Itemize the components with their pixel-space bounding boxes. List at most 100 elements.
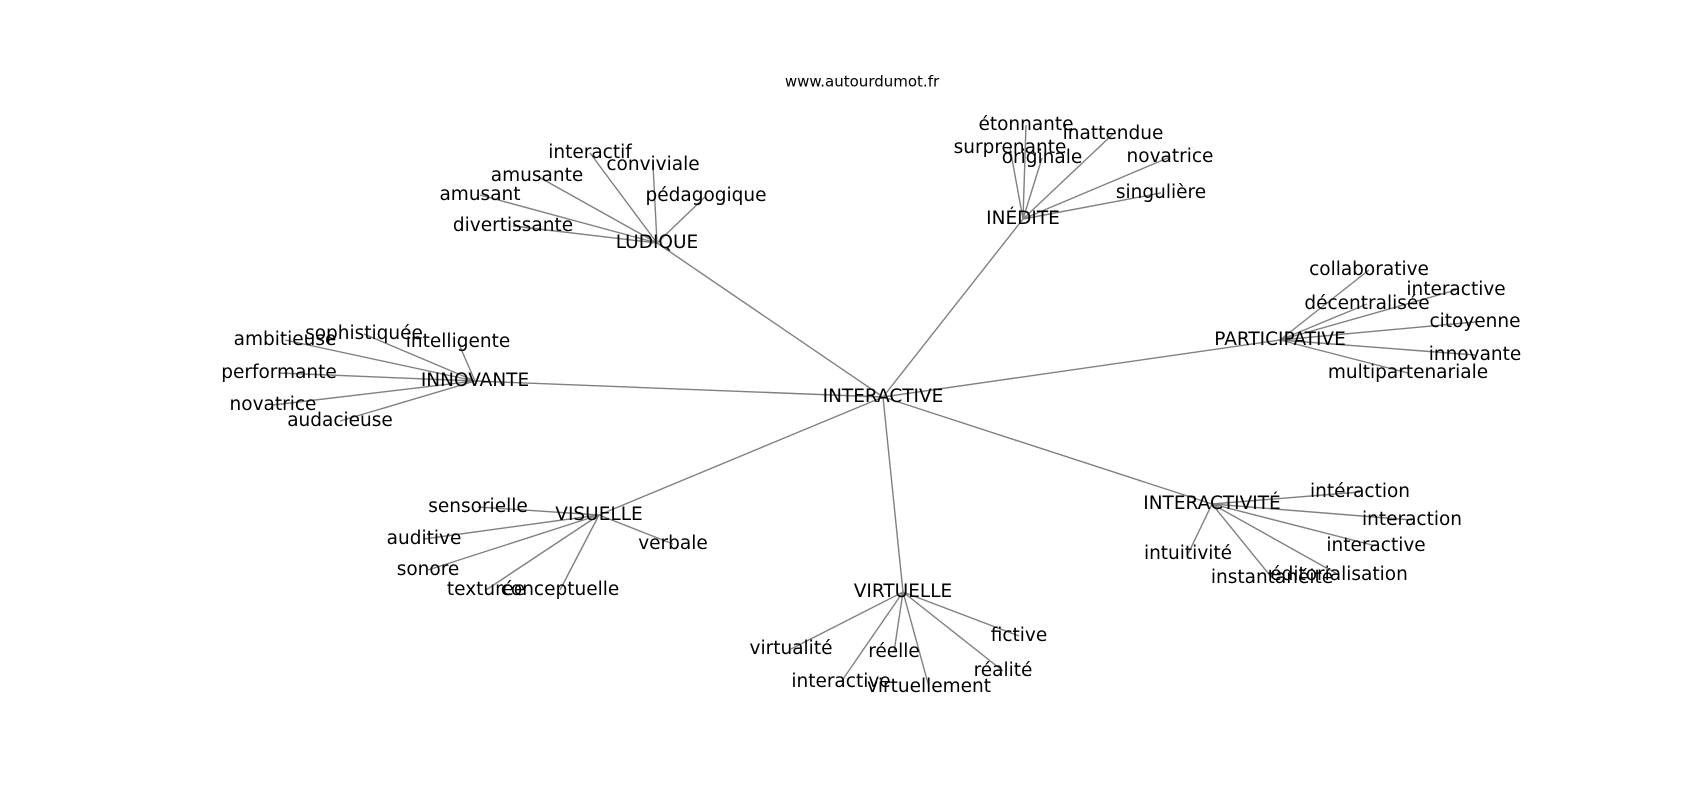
edge-hub-3-word-1 xyxy=(363,333,476,382)
leaf-node-label: interactive xyxy=(1326,535,1425,556)
leaf-node-label: singulière xyxy=(1116,182,1206,203)
hub-node-label: INÉDITE xyxy=(986,207,1060,229)
leaf-node-label: réalité xyxy=(974,660,1033,681)
edges-layer xyxy=(272,124,1476,688)
edge-hub-1-word-2 xyxy=(1022,133,1114,220)
hub-node-label: VISUELLE xyxy=(555,504,642,525)
edge-hub-1-word-0 xyxy=(1022,124,1027,220)
leaf-node-label: inattendue xyxy=(1063,123,1164,144)
leaf-node-label: ambitieuse xyxy=(234,329,337,350)
leaf-node-label: sensorielle xyxy=(428,496,528,517)
edge-hub-5-word-5 xyxy=(902,591,1004,672)
edge-center-hub-2 xyxy=(882,339,1281,398)
leaf-node-label: performante xyxy=(221,362,337,383)
edge-center-hub-1 xyxy=(882,218,1024,398)
leaf-node-label: conceptuelle xyxy=(501,579,620,600)
leaf-node-label: auditive xyxy=(387,528,462,549)
edge-hub-0-word-4 xyxy=(656,195,707,244)
edge-center-hub-3 xyxy=(474,380,884,398)
edge-hub-4-word-5 xyxy=(598,514,674,545)
leaf-node-label: virtualité xyxy=(750,638,833,659)
leaf-node-label: texturée xyxy=(447,579,525,600)
edge-hub-1-word-4 xyxy=(1022,156,1171,220)
leaf-node-label: interactive xyxy=(791,671,890,692)
edge-hub-6-word-0 xyxy=(1211,491,1361,505)
edge-hub-0-word-5 xyxy=(512,225,658,244)
edge-hub-3-word-3 xyxy=(278,372,476,382)
edge-hub-4-word-3 xyxy=(485,514,600,591)
leaf-node-label: fictive xyxy=(991,625,1048,646)
center-node-label: INTERACTIVE xyxy=(823,386,944,407)
hub-node-label: VIRTUELLE xyxy=(854,581,952,602)
hub-node-label: LUDIQUE xyxy=(616,232,698,253)
hub-node-label: INNOVANTE xyxy=(421,370,529,391)
leaf-node-label: collaborative xyxy=(1309,259,1429,280)
leaf-node-label: instantanéité xyxy=(1211,567,1333,588)
edge-hub-3-word-5 xyxy=(339,380,476,422)
leaf-node-label: innovante xyxy=(1429,344,1522,365)
edge-hub-6-word-5 xyxy=(1211,503,1340,576)
edge-hub-4-word-2 xyxy=(427,514,600,571)
edge-hub-1-word-1 xyxy=(1009,147,1024,220)
edge-hub-2-word-2 xyxy=(1279,303,1368,341)
edge-hub-2-word-5 xyxy=(1279,339,1409,374)
edge-hub-5-word-4 xyxy=(902,591,1020,637)
leaf-node-label: amusante xyxy=(491,165,583,186)
leaf-node-label: pédagogique xyxy=(646,185,767,206)
edge-hub-5-word-2 xyxy=(840,591,904,683)
edge-hub-4-word-0 xyxy=(477,506,600,516)
leaf-node-label: intéraction xyxy=(1310,481,1410,502)
edge-hub-2-word-1 xyxy=(1279,289,1457,341)
edge-hub-2-word-3 xyxy=(1279,321,1476,341)
edge-hub-6-word-3 xyxy=(1187,503,1213,555)
edge-hub-3-word-2 xyxy=(457,341,476,382)
edge-center-hub-5 xyxy=(882,396,904,593)
leaf-node-label: novatrice xyxy=(1127,146,1214,167)
leaf-node-label: divertissante xyxy=(453,215,573,236)
leaf-node-label: étonnante xyxy=(978,114,1073,135)
edge-center-hub-0 xyxy=(656,242,884,398)
edge-center-hub-6 xyxy=(882,396,1213,505)
edge-hub-4-word-1 xyxy=(423,514,600,540)
leaf-node-label: interaction xyxy=(1362,509,1462,530)
edge-center-hub-4 xyxy=(598,396,884,516)
leaf-node-label: interactif xyxy=(548,142,632,163)
edge-hub-3-word-0 xyxy=(284,339,476,382)
edge-hub-5-word-3 xyxy=(902,591,930,688)
edge-hub-6-word-4 xyxy=(1211,503,1273,579)
leaf-node-label: verbale xyxy=(638,533,708,554)
leaf-node-label: sophistiquée xyxy=(305,323,423,344)
leaf-node-label: décentralisée xyxy=(1304,293,1429,314)
leaf-node-label: intuitivité xyxy=(1144,543,1232,564)
leaf-node-label: éditorialisation xyxy=(1270,564,1408,585)
edge-hub-4-word-4 xyxy=(559,514,600,591)
edge-hub-0-word-3 xyxy=(479,194,658,244)
leaf-node-label: réelle xyxy=(868,641,920,662)
edge-hub-0-word-0 xyxy=(589,152,658,244)
edge-hub-1-word-5 xyxy=(1022,192,1162,220)
edge-hub-0-word-1 xyxy=(652,164,658,244)
edge-hub-2-word-4 xyxy=(1279,339,1476,356)
leaf-node-label: citoyenne xyxy=(1429,311,1520,332)
leaf-node-label: intelligente xyxy=(406,331,510,352)
edge-hub-5-word-0 xyxy=(790,591,904,650)
leaf-node-label: interactive xyxy=(1406,279,1505,300)
leaf-node-label: sonore xyxy=(397,559,460,580)
leaf-node-label: audacieuse xyxy=(287,410,393,431)
leaf-node-label: multipartenariale xyxy=(1328,362,1488,383)
edge-hub-5-word-1 xyxy=(893,591,904,653)
edge-hub-0-word-2 xyxy=(536,175,658,244)
hub-node-label: INTERACTIVITÉ xyxy=(1143,492,1281,514)
leaf-node-label: surprenante xyxy=(954,137,1067,158)
hub-node-label: PARTICIPATIVE xyxy=(1214,329,1346,350)
edge-hub-6-word-2 xyxy=(1211,503,1377,547)
leaf-node-label: conviviale xyxy=(606,154,699,175)
edge-hub-2-word-0 xyxy=(1279,269,1370,341)
leaf-node-label: virtuellement xyxy=(867,676,991,697)
leaf-node-label: amusant xyxy=(439,184,520,205)
leaf-node-label: originale xyxy=(1002,147,1083,168)
watermark-text: www.autourdumot.fr xyxy=(785,73,940,91)
edge-hub-3-word-4 xyxy=(272,380,476,406)
